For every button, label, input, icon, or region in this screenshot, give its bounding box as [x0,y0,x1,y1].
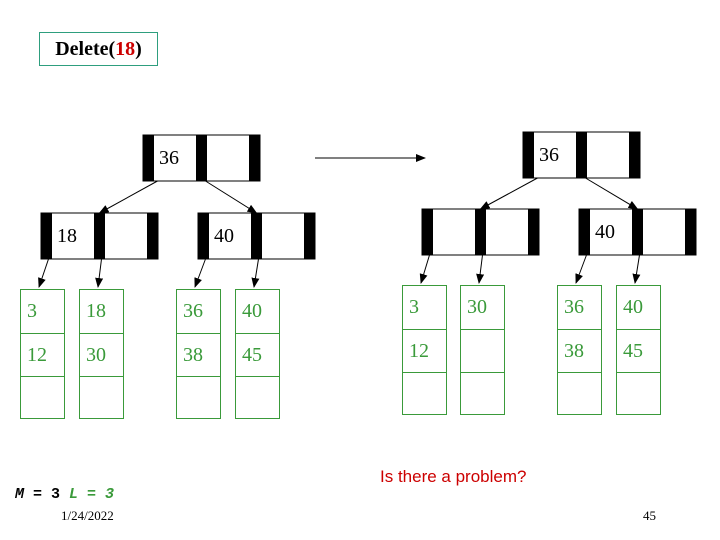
before-internal-node-2-pointer-bar [251,213,262,259]
leaf-cell: 18 [86,300,106,322]
leaf-cell: 12 [403,329,446,372]
leaf-cell [461,329,504,372]
before-root-node-pointer-bar [249,135,260,181]
after-leaf-arrow-3 [575,254,587,284]
after-leaf-4: 40 45 [616,285,661,415]
before-leaf-3: 36 38 [176,289,221,419]
after-internal-node-2-pointer-bar [685,209,696,255]
order-parameters: M = 3 L = 3 [15,486,114,503]
problem-question: Is there a problem? [380,467,527,486]
leaf-cell: 38 [177,333,220,376]
after-internal-node-1-pointer-bar [422,209,433,255]
leaf-cell: 3 [27,300,37,322]
after-root-node-pointer-bar [523,132,534,178]
after-root-node-pointer-bar [629,132,640,178]
before-leaf-arrow-4 [251,258,260,288]
leaf-cell [21,376,64,420]
footer-date: 1/24/2022 [61,508,114,523]
before-root-node-pointer-bar [196,135,207,181]
after-root-arrow-left [479,177,538,210]
after-leaf-2: 30 [460,285,505,415]
before-root-node-pointer-bar [143,135,154,181]
after-root-node-key: 36 [539,144,559,166]
leaf-cell: 38 [558,329,601,372]
leaf-cell: 36 [564,296,584,318]
leaf-cell [236,376,279,420]
leaf-cell: 36 [183,300,203,322]
after-root-node-pointer-bar [576,132,587,178]
before-leaf-arrow-1 [38,258,49,288]
leaf-cell: 40 [623,296,643,318]
leaf-cell [80,376,123,420]
before-leaf-arrow-2 [95,258,104,288]
after-internal-node-2-pointer-bar [632,209,643,255]
after-internal-node-1-pointer-bar [475,209,486,255]
after-root-arrow-right [585,177,639,210]
before-internal-node-1-pointer-bar [147,213,158,259]
before-leaf-1: 3 12 [20,289,65,419]
leaf-cell [177,376,220,420]
l-param: L = 3 [69,486,115,503]
after-leaf-arrow-4 [632,254,641,284]
leaf-cell: 3 [409,296,419,318]
before-internal-node-2-key: 40 [214,225,234,247]
before-root-arrow-right [205,180,258,214]
leaf-cell [617,372,660,416]
m-param-name: M [15,486,25,503]
after-internal-node-2-pointer-bar [579,209,590,255]
after-internal-node-2-key: 40 [595,221,615,243]
before-root-arrow-left [98,180,158,214]
leaf-cell [558,372,601,416]
deleted-key: 18 [115,37,136,60]
after-internal-node-1-pointer-bar [528,209,539,255]
before-leaf-arrow-3 [194,258,206,288]
leaf-cell [461,372,504,416]
before-internal-node-2-pointer-bar [304,213,315,259]
before-leaf-4: 40 45 [235,289,280,419]
after-leaf-arrow-2 [476,254,485,284]
leaf-cell: 40 [242,300,262,322]
title-suffix: ) [135,37,142,60]
page-number: 45 [643,508,656,523]
before-internal-node-2-pointer-bar [198,213,209,259]
before-root-node-key: 36 [159,147,179,169]
after-leaf-arrow-1 [419,254,430,284]
leaf-cell: 12 [21,333,64,376]
after-leaf-3: 36 38 [557,285,602,415]
leaf-cell: 45 [236,333,279,376]
before-internal-node-1-pointer-bar [94,213,105,259]
before-internal-node-1-key: 18 [57,225,77,247]
leaf-cell: 45 [617,329,660,372]
leaf-cell: 30 [467,296,487,318]
leaf-cell: 30 [80,333,123,376]
leaf-cell [403,372,446,416]
before-internal-node-1-pointer-bar [41,213,52,259]
after-leaf-1: 3 12 [402,285,447,415]
slide-title: Delete(18) [39,32,158,66]
title-prefix: Delete( [55,37,116,60]
m-param-value: = 3 [24,486,70,503]
